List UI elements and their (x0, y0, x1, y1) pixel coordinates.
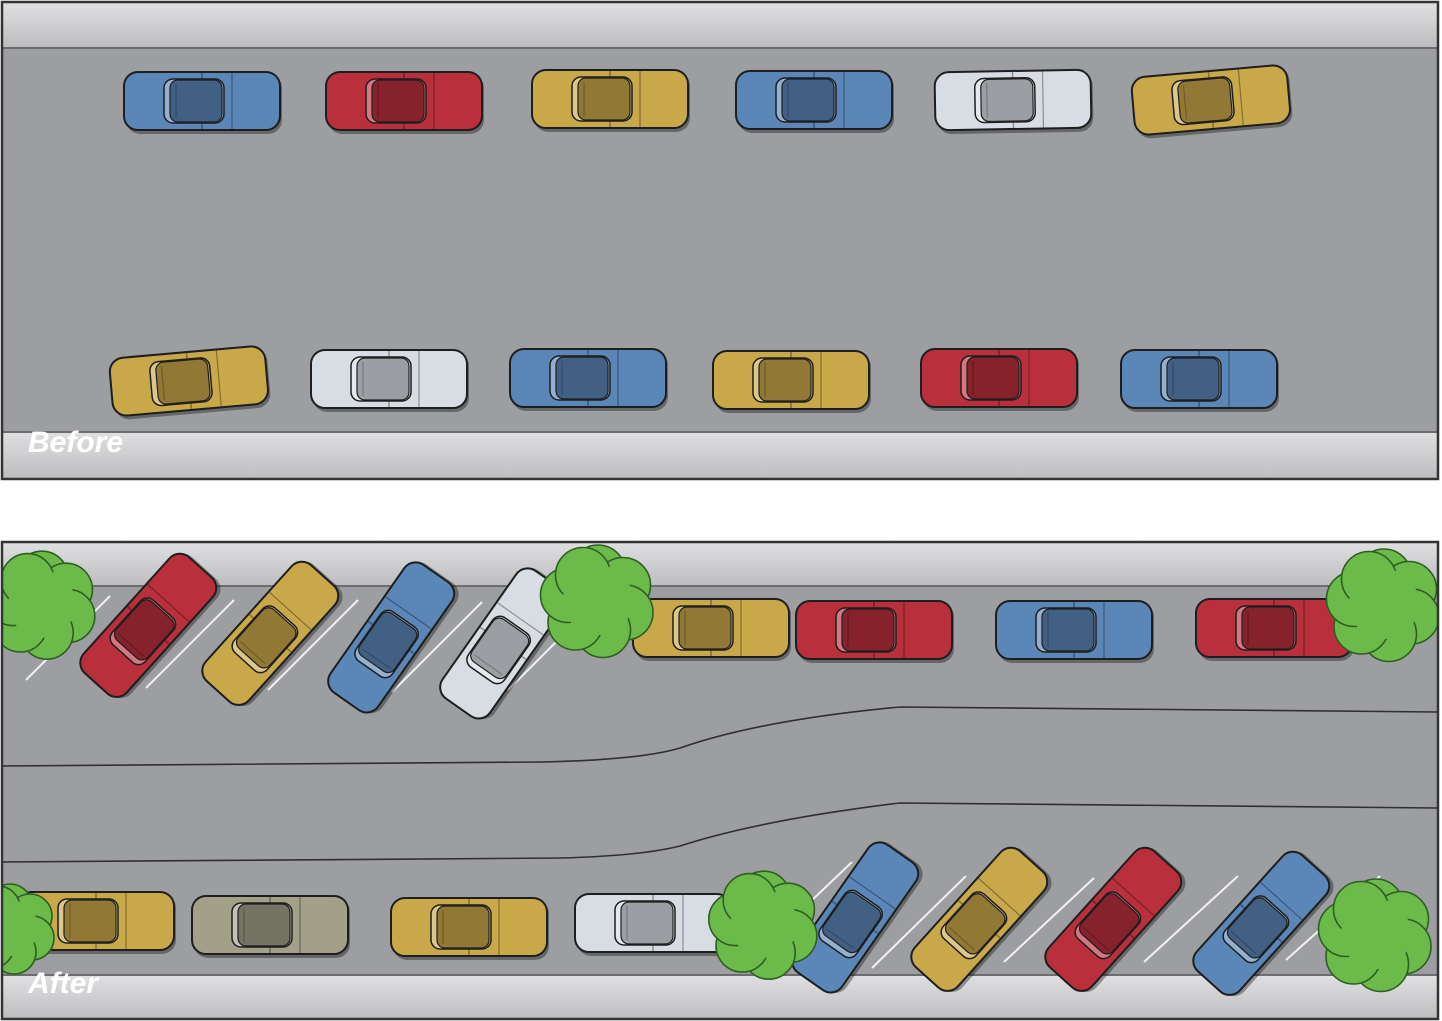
before-top-sidewalk (2, 2, 1438, 48)
before-panel (2, 2, 1438, 479)
after-panel (0, 542, 1439, 1019)
before-top-car-blue (736, 71, 894, 133)
after-parallel-top-car-gold (633, 599, 791, 661)
after-top-sidewalk (2, 542, 1438, 586)
before-bottom-car-red (921, 349, 1079, 411)
before-bottom-sidewalk (2, 432, 1438, 479)
before-top-car-gold (532, 70, 690, 132)
before-bottom-car-gold (713, 351, 871, 413)
before-bottom-car-blue (1121, 350, 1279, 412)
after-parallel-top-car-blue (996, 601, 1154, 663)
before-label: Before (28, 426, 123, 459)
after-parallel-bottom-car-gold (391, 898, 549, 960)
after-parallel-bottom-car-olive (192, 896, 350, 958)
before-bottom-car-silver (311, 350, 469, 412)
after-label: After (27, 967, 100, 1000)
before-top-car-red (326, 72, 484, 134)
before-top-car-silver (934, 70, 1093, 135)
before-top-car-blue (124, 72, 282, 134)
after-parallel-top-car-red (796, 601, 954, 663)
before-bottom-car-blue (510, 349, 668, 411)
